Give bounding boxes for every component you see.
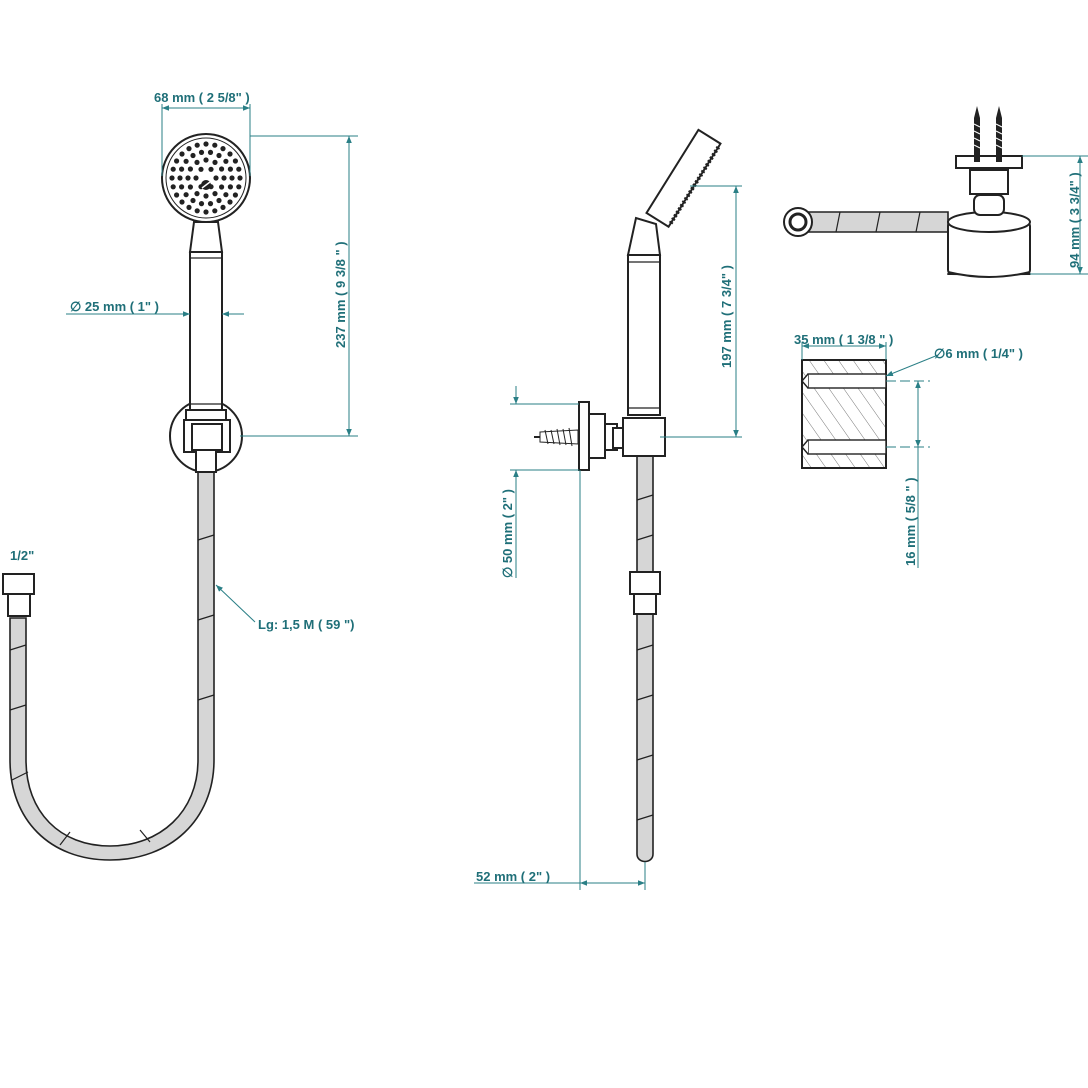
nozzle-dot	[187, 166, 193, 172]
nozzle-dot	[169, 175, 175, 181]
hole-spacing-label: 16 mm ( 5/8 " )	[903, 477, 918, 566]
nozzle-dot	[190, 197, 196, 204]
nozzle-dot	[212, 142, 218, 148]
wall-offset-label: 52 mm ( 2" )	[476, 869, 550, 884]
nozzle-dot	[198, 201, 205, 207]
nozzle-dot	[208, 166, 214, 172]
side-shower-head	[645, 128, 722, 229]
nozzle-dot	[227, 199, 233, 205]
nozzle-dot	[194, 142, 200, 148]
nozzle-dot	[194, 159, 200, 165]
nozzle-dot	[203, 157, 209, 163]
holder-depth-label: 94 mm ( 3 3/4" )	[1067, 172, 1082, 268]
nozzle-dot	[212, 191, 218, 197]
side-holder	[622, 417, 666, 457]
inlet-connector	[2, 573, 35, 617]
nozzle-dot	[227, 184, 233, 190]
nozzle-pattern	[169, 141, 243, 215]
side-height-label: 197 mm ( 7 3/4" )	[719, 265, 734, 368]
nozzle-dot	[216, 197, 222, 204]
nozzle-dot	[203, 209, 209, 215]
nozzle-dot	[193, 175, 199, 181]
nozzle-dot	[227, 166, 233, 172]
nozzle-dot	[219, 184, 225, 190]
side-view	[534, 128, 722, 863]
nozzle-dot	[187, 184, 193, 190]
nozzle-dot	[170, 166, 176, 172]
nozzle-dot	[236, 166, 242, 172]
nozzle-dot	[227, 151, 233, 157]
nozzle-dot	[229, 175, 235, 181]
nozzle-dot	[186, 146, 192, 152]
nozzle-dot	[198, 166, 204, 172]
nozzle-dot	[220, 146, 226, 152]
nozzle-dot	[185, 175, 191, 181]
nozzle-dot	[186, 204, 192, 210]
front-handle	[189, 251, 223, 411]
nozzle-dot	[190, 152, 196, 159]
nozzle-dot	[203, 141, 209, 147]
head-width-label: 68 mm ( 2 5/8" )	[154, 90, 250, 105]
nozzle-dot	[221, 175, 227, 181]
hose-length-label: Lg: 1,5 M ( 59 ")	[258, 617, 354, 632]
handle-diameter-label: ∅ 25 mm ( 1" )	[70, 299, 159, 314]
nozzle-dot	[223, 158, 229, 164]
nozzle-dot	[216, 152, 222, 159]
nozzle-dot	[177, 175, 183, 181]
nozzle-dot	[174, 158, 180, 164]
side-dimensions: 197 mm ( 7 3/4" ) ∅ 50 mm ( 2" ) 52 mm (…	[474, 185, 742, 890]
block-width-label: 35 mm ( 1 3/8 " )	[794, 332, 893, 347]
nozzle-dot	[212, 159, 218, 165]
nozzle-dot	[194, 191, 200, 197]
side-wall-flange	[578, 401, 590, 471]
nozzle-dot	[179, 166, 185, 172]
section-dimensions: 35 mm ( 1 3/8 " ) ∅6 mm ( 1/4" ) 16 mm (…	[794, 332, 1023, 568]
nozzle-dot	[207, 149, 214, 155]
top-cup	[947, 211, 1031, 278]
side-hose	[636, 455, 654, 863]
nozzle-dot	[232, 158, 238, 164]
front-view	[2, 133, 251, 861]
front-dimensions: 68 mm ( 2 5/8" ) 237 mm ( 9 3/8 " ) ∅ 25…	[10, 90, 358, 632]
nozzle-dot	[179, 184, 185, 190]
nozzle-dot	[170, 184, 176, 190]
side-screw	[534, 427, 579, 447]
nozzle-dot	[212, 208, 218, 214]
nozzle-dot	[174, 192, 180, 198]
nozzle-dot	[198, 149, 205, 155]
nozzle-dot	[220, 204, 226, 210]
nozzle-dot	[232, 192, 238, 198]
inlet-thread-label: 1/2"	[10, 548, 34, 563]
nozzle-dot	[183, 158, 189, 164]
top-dimensions: 94 mm ( 3 3/4" )	[1022, 155, 1088, 275]
front-hose-marks	[9, 534, 215, 846]
nozzle-dot	[194, 208, 200, 214]
nozzle-dot	[207, 201, 214, 207]
front-hose	[9, 471, 215, 861]
side-handle	[627, 254, 661, 416]
nozzle-dot	[203, 193, 209, 199]
flange-diameter-label: ∅ 50 mm ( 2" )	[500, 489, 515, 578]
nozzle-dot	[179, 199, 185, 205]
section-block	[801, 359, 930, 469]
hole-diameter-label: ∅6 mm ( 1/4" )	[934, 346, 1023, 361]
nozzle-dot	[223, 192, 229, 198]
nozzle-dot	[213, 175, 219, 181]
nozzle-dot	[237, 175, 243, 181]
top-screws	[973, 106, 1003, 162]
front-shower-head	[161, 133, 251, 223]
nozzle-dot	[183, 192, 189, 198]
nozzle-dot	[219, 166, 225, 172]
nozzle-dot	[236, 184, 242, 190]
nozzle-dot	[179, 151, 185, 157]
total-height-label: 237 mm ( 9 3/8 " )	[333, 241, 348, 348]
top-view	[783, 106, 1031, 278]
